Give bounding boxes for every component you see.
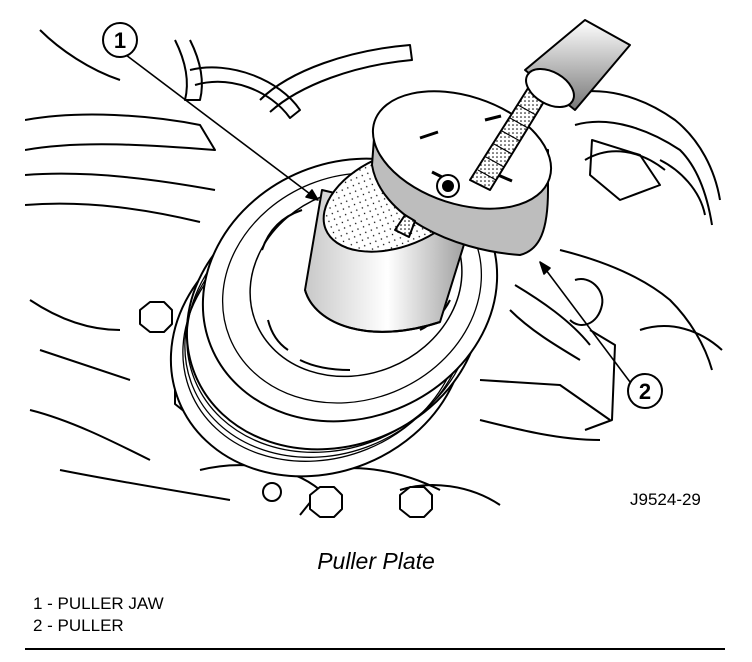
puller-plate — [371, 90, 553, 256]
callout-number-1: 1 — [114, 28, 126, 53]
leader-arrow-1 — [305, 189, 319, 201]
leader-arrow-2 — [539, 261, 551, 275]
figure-code: J9524-29 — [630, 490, 701, 509]
leader-line-2 — [539, 261, 631, 383]
bottom-divider — [25, 648, 725, 650]
leader-line-1 — [125, 54, 319, 201]
callout-leaders — [125, 54, 631, 383]
callout-2: 2 — [627, 373, 663, 409]
callout-1: 1 — [102, 22, 138, 58]
legend-item-1: 1 - PULLER JAW — [33, 594, 164, 613]
callout-number-2: 2 — [639, 379, 651, 404]
figure-caption: Puller Plate — [317, 548, 435, 574]
puller-plate-illustration: 1 2 J9524-29 — [25, 19, 723, 518]
legend-item-2: 2 - PULLER — [33, 616, 124, 635]
legend: 1 - PULLER JAW 2 - PULLER — [33, 593, 164, 637]
engine-background — [25, 29, 723, 516]
forcing-screw — [469, 19, 631, 191]
